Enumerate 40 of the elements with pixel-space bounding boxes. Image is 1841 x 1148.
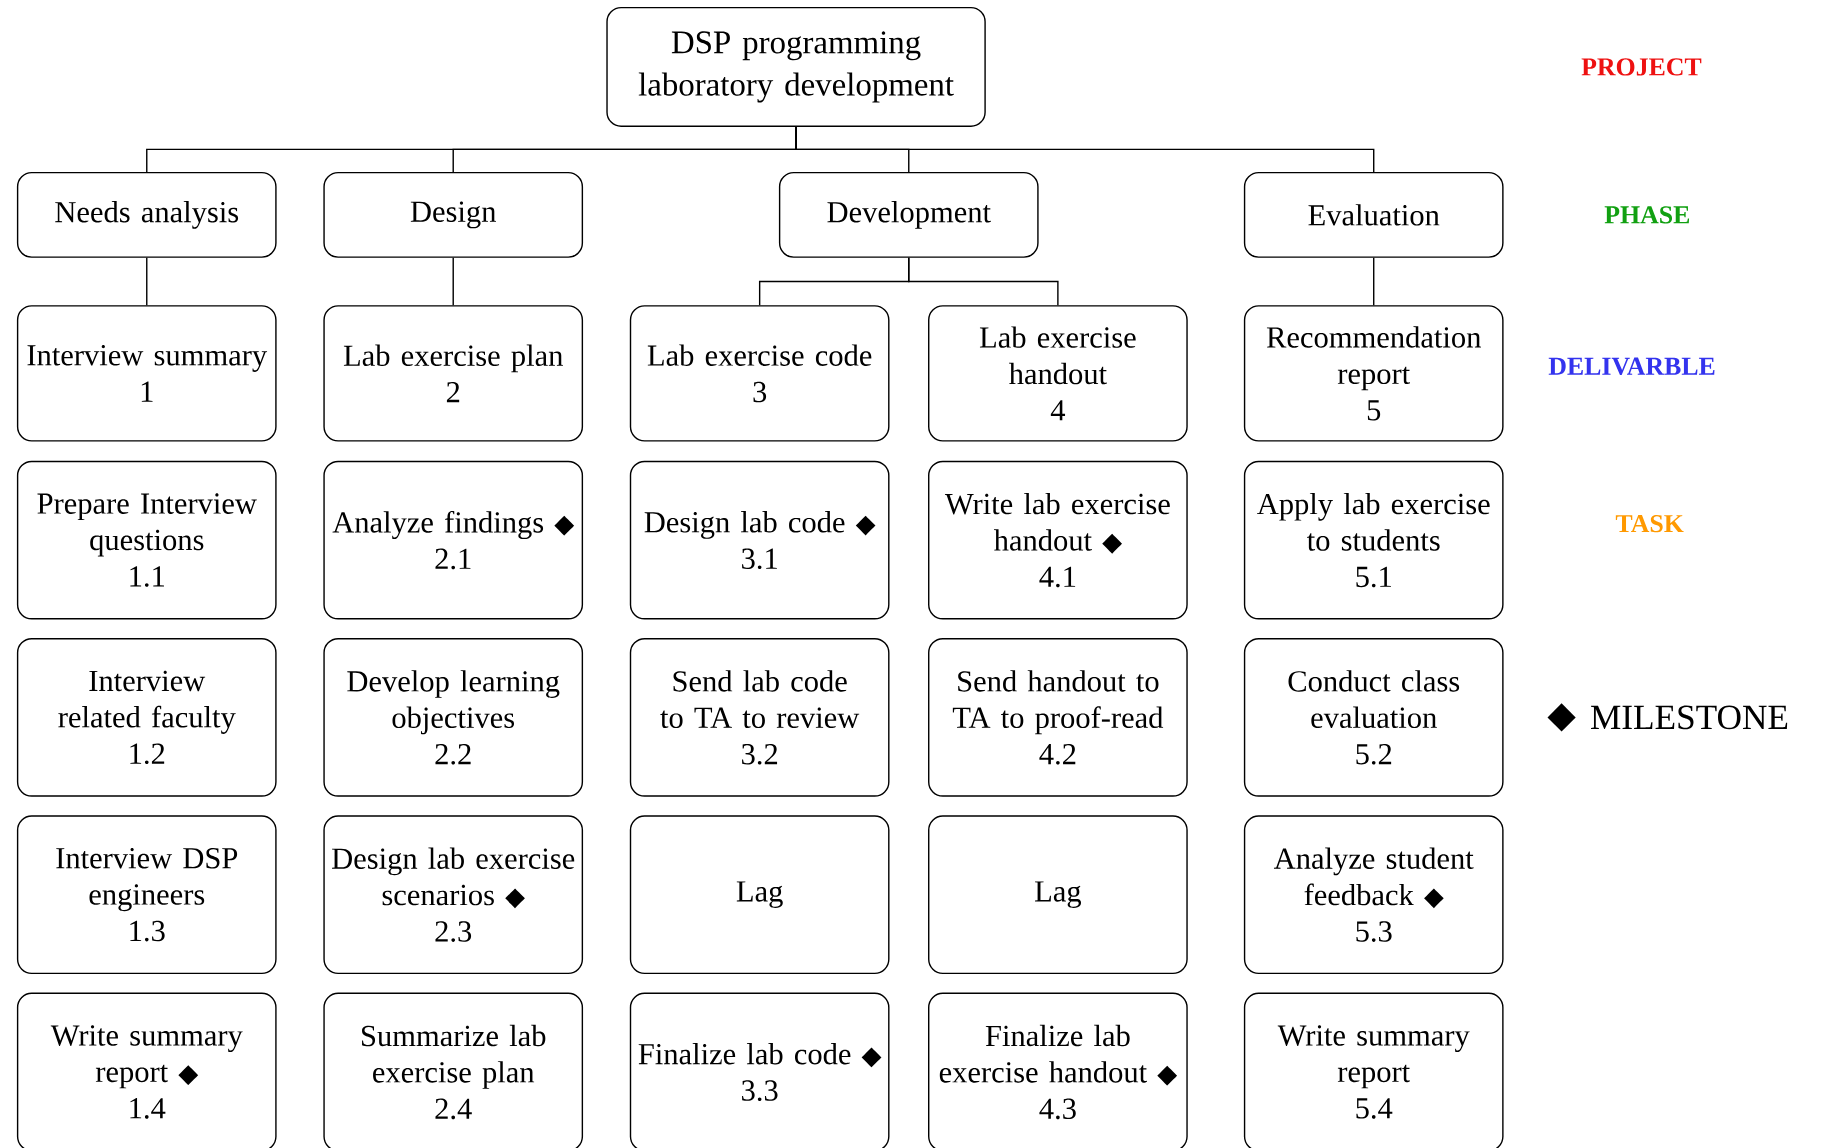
task-box: Send lab code to TA to review 3.2: [629, 637, 890, 797]
connector-line: [908, 257, 1059, 306]
level-label: PROJECT: [1581, 58, 1702, 76]
deliverable-box: Lab exercise plan 2: [323, 305, 584, 442]
task-box: Analyze student feedback ◆ 5.3: [1243, 815, 1504, 974]
phase-box: Design: [323, 171, 584, 258]
task-box: Prepare Interview questions 1.1: [16, 460, 277, 620]
task-box: Interview DSP engineers 1.3: [16, 815, 277, 974]
task-box: Lag: [928, 815, 1188, 974]
task-box: Write summary report ◆ 1.4: [16, 992, 277, 1148]
deliverable-box: Lab exercise handout 4: [928, 305, 1188, 442]
task-box: Apply lab exercise to students 5.1: [1243, 460, 1504, 620]
task-box: Write lab exercise handout ◆ 4.1: [928, 460, 1188, 620]
task-box: Summarize lab exercise plan 2.4: [323, 992, 584, 1148]
project-box: DSP programming laboratory development: [606, 6, 986, 127]
task-box: Design lab code ◆ 3.1: [629, 460, 890, 620]
deliverable-box: Lab exercise code 3: [629, 305, 890, 442]
deliverable-box: Interview summary 1: [16, 305, 277, 442]
legend-entry: MILESTONE: [1547, 703, 1788, 732]
task-box: Design lab exercise scenarios ◆ 2.3: [323, 815, 584, 974]
task-box: Interview related faculty 1.2: [16, 637, 277, 797]
task-box: Finalize lab code ◆ 3.3: [629, 992, 890, 1148]
task-box: Finalize lab exercise handout ◆ 4.3: [928, 992, 1188, 1148]
phase-box: Needs analysis: [16, 171, 277, 258]
level-label: DELIVARBLE: [1548, 357, 1715, 375]
level-label: TASK: [1615, 514, 1684, 533]
task-box: Write summary report 5.4: [1243, 992, 1504, 1148]
task-box: Conduct class evaluation 5.2: [1243, 637, 1504, 797]
connector-line: [795, 126, 1375, 173]
connector-line: [1373, 257, 1375, 306]
deliverable-box: Recommendation report 5: [1243, 305, 1504, 442]
task-box: Analyze findings ◆ 2.1: [323, 460, 584, 620]
task-box: Send handout to TA to proof-read 4.2: [928, 637, 1188, 797]
phase-box: Evaluation: [1243, 171, 1504, 258]
connector-line: [452, 257, 454, 306]
connector-line: [146, 257, 148, 306]
task-box: Develop learning objectives 2.2: [323, 637, 584, 797]
level-label: PHASE: [1604, 206, 1690, 224]
task-box: Lag: [629, 815, 890, 974]
phase-box: Development: [778, 171, 1039, 258]
